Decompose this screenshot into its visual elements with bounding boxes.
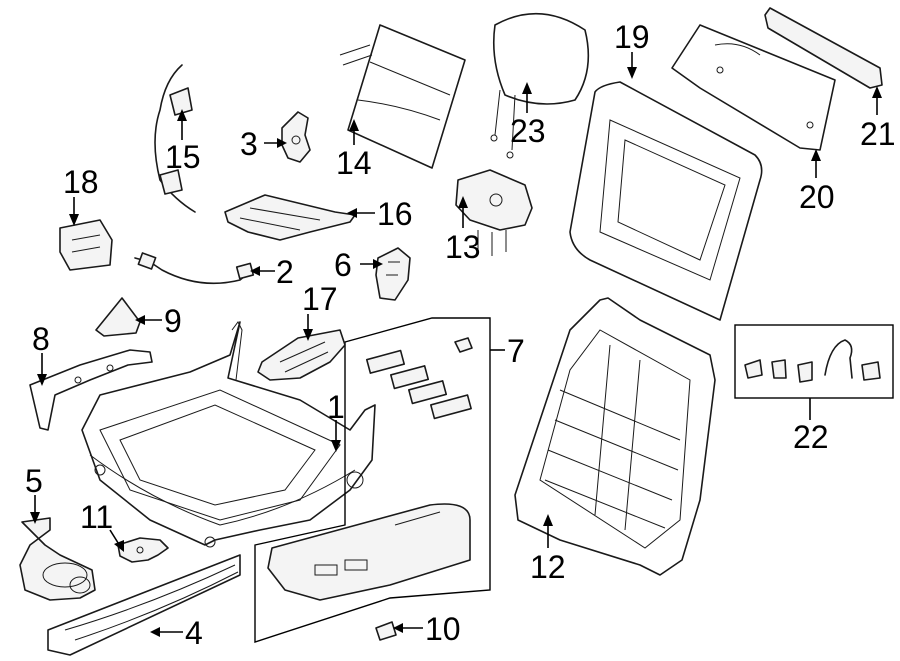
arrow-12 — [543, 514, 553, 526]
part-5-motor — [19, 517, 96, 601]
callout-16: 16 — [377, 196, 413, 232]
part-17-lumbar — [257, 329, 346, 381]
part-20-back-panel — [671, 24, 836, 151]
callout-10: 10 — [425, 611, 461, 647]
part-10-clip — [375, 621, 397, 641]
callout-6: 6 — [334, 247, 352, 283]
part-22-clip-set — [734, 324, 894, 399]
callout-13: 13 — [445, 229, 481, 265]
arrow-4 — [150, 627, 160, 637]
callout-11: 11 — [80, 499, 113, 535]
callout-14: 14 — [336, 145, 372, 181]
part-15-harness — [154, 64, 196, 213]
arrow-14 — [349, 119, 359, 131]
callout-9: 9 — [164, 303, 182, 339]
arrow-2 — [250, 266, 260, 276]
callout-labels: 1 2 3 4 5 6 7 8 9 10 11 12 13 14 15 16 1… — [25, 19, 896, 651]
arrow-10 — [393, 623, 403, 633]
callout-12: 12 — [530, 549, 566, 585]
arrow-20 — [811, 149, 821, 161]
part-3-bracket — [281, 111, 311, 163]
arrow-16 — [347, 208, 357, 218]
arrow-17 — [303, 329, 313, 341]
part-16-cushion-pad — [224, 194, 356, 241]
callout-8: 8 — [32, 321, 50, 357]
callout-18: 18 — [63, 164, 99, 200]
arrow-15 — [177, 109, 187, 121]
arrow-6 — [373, 259, 383, 269]
arrow-3 — [277, 138, 287, 148]
arrow-8 — [37, 374, 47, 386]
part-23-headrest — [490, 12, 590, 159]
part-2-cable — [134, 252, 255, 285]
callout-15: 15 — [165, 139, 201, 175]
callout-22: 22 — [793, 419, 829, 455]
callout-3: 3 — [240, 126, 258, 162]
part-18-switch — [59, 219, 113, 271]
callout-1: 1 — [327, 389, 345, 425]
part-14-back-cover — [339, 24, 466, 169]
part-12-back-frame — [514, 297, 716, 576]
part-8-side-trim — [29, 349, 153, 431]
callout-17: 17 — [302, 281, 338, 317]
part-21-top-trim — [764, 7, 883, 89]
callout-23: 23 — [510, 113, 546, 149]
part-11-bracket — [117, 537, 169, 563]
callout-21: 21 — [860, 116, 896, 152]
arrow-1 — [331, 440, 341, 452]
part-9-cap — [95, 297, 141, 337]
part-1-seat-frame — [81, 321, 376, 548]
part-7-switch-group — [254, 317, 491, 643]
arrow-9 — [135, 315, 145, 325]
callout-7: 7 — [507, 333, 525, 369]
part-13-recliner — [455, 169, 533, 256]
callout-2: 2 — [276, 254, 294, 290]
arrow-23 — [522, 82, 532, 94]
callout-5: 5 — [25, 463, 43, 499]
arrow-11 — [114, 540, 124, 552]
arrow-21 — [872, 86, 882, 98]
arrowheads — [30, 67, 882, 637]
part-6-switch — [375, 247, 411, 301]
arrow-19 — [627, 67, 637, 79]
arrow-18 — [69, 214, 79, 226]
callout-19: 19 — [614, 19, 650, 55]
arrow-13 — [458, 196, 468, 208]
part-19-back-pad — [569, 81, 763, 321]
callout-20: 20 — [799, 179, 835, 215]
arrow-5 — [30, 512, 40, 524]
callout-4: 4 — [185, 615, 203, 651]
part-4-trim-strip — [47, 554, 241, 656]
